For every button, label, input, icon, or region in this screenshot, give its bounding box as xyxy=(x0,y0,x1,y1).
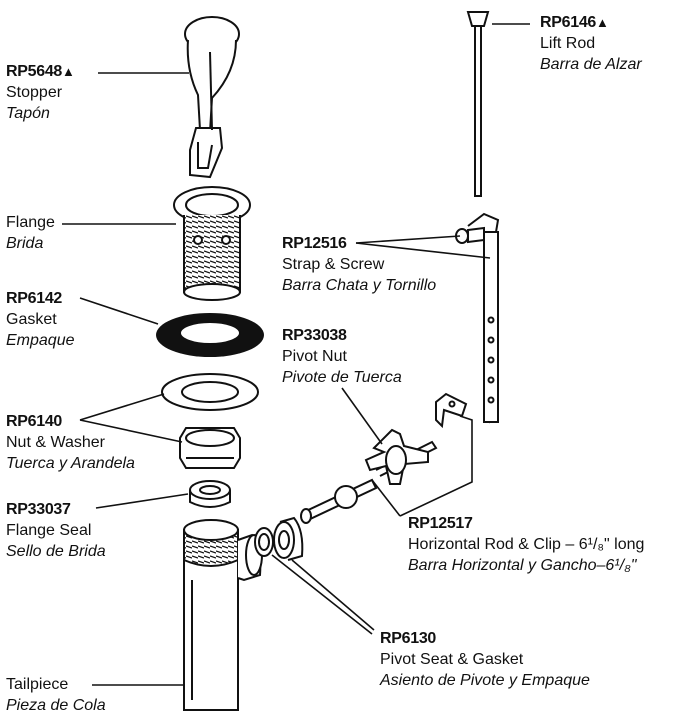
flange-seal-name-en: Flange Seal xyxy=(6,522,92,539)
horizontal-rod-name-en: Horizontal Rod & Clip – 6¹/₈" long xyxy=(408,536,645,553)
label-flange: Flange Brida xyxy=(6,212,55,254)
label-lift-rod: RP6146▲ Lift Rod Barra de Alzar xyxy=(540,12,642,75)
label-gasket: RP6142 Gasket Empaque xyxy=(6,288,75,351)
strap-screw-name-en: Strap & Screw xyxy=(282,256,385,273)
label-stopper: RP5648▲ Stopper Tapón xyxy=(6,61,75,124)
part-number-rp33038: RP33038 xyxy=(282,327,347,344)
label-tailpiece: Tailpiece Pieza de Cola xyxy=(6,674,106,716)
label-nut-washer: RP6140 Nut & Washer Tuerca y Arandela xyxy=(6,411,135,474)
stopper-name-es: Tapón xyxy=(6,105,50,122)
pivot-seat-name-es: Asiento de Pivote y Empaque xyxy=(380,672,590,689)
label-horizontal-rod: RP12517 Horizontal Rod & Clip – 6¹/₈" lo… xyxy=(408,513,644,576)
triangle-icon: ▲ xyxy=(62,64,75,79)
part-number-rp12517: RP12517 xyxy=(408,515,473,532)
flange-name-en: Flange xyxy=(6,214,55,231)
lift-rod-drawing xyxy=(466,11,490,197)
nut-washer-name-en: Nut & Washer xyxy=(6,434,105,451)
washer-drawing xyxy=(161,373,259,411)
part-number-rp6130: RP6130 xyxy=(380,630,437,647)
pivot-nut-drawing xyxy=(364,428,429,485)
strap-screw-name-es: Barra Chata y Tornillo xyxy=(282,277,437,294)
part-number-rp5648: RP5648 xyxy=(6,63,63,80)
lift-rod-name-es: Barra de Alzar xyxy=(540,56,642,73)
pivot-nut-name-en: Pivot Nut xyxy=(282,348,347,365)
lift-rod-name-en: Lift Rod xyxy=(540,35,596,52)
pivot-nut-name-es: Pivote de Tuerca xyxy=(282,369,402,386)
gasket-name-en: Gasket xyxy=(6,311,57,328)
nut-washer-name-es: Tuerca y Arandela xyxy=(6,455,135,472)
pivot-seat-name-en: Pivot Seat & Gasket xyxy=(380,651,524,668)
part-number-rp6146: RP6146 xyxy=(540,14,597,31)
stopper-drawing xyxy=(184,16,240,179)
flange-drawing xyxy=(173,186,251,301)
horizontal-rod-name-es: Barra Horizontal y Gancho–6¹/₈" xyxy=(408,557,637,574)
label-pivot-seat: RP6130 Pivot Seat & Gasket Asiento de Pi… xyxy=(380,628,590,691)
flange-seal-drawing xyxy=(189,480,231,508)
flange-seal-name-es: Sello de Brida xyxy=(6,543,106,560)
part-number-rp6140: RP6140 xyxy=(6,413,63,430)
leader-lines xyxy=(62,23,530,686)
strap-drawing xyxy=(455,212,500,424)
triangle-icon: ▲ xyxy=(596,15,609,30)
label-flange-seal: RP33037 Flange Seal Sello de Brida xyxy=(6,499,106,562)
tailpiece-name-es: Pieza de Cola xyxy=(6,697,106,714)
tailpiece-name-en: Tailpiece xyxy=(6,676,69,693)
part-number-rp33037: RP33037 xyxy=(6,501,71,518)
tailpiece-drawing xyxy=(183,519,263,711)
part-number-rp12516: RP12516 xyxy=(282,235,347,252)
gasket-drawing xyxy=(156,313,264,357)
flange-name-es: Brida xyxy=(6,235,44,252)
clip-drawing xyxy=(435,392,468,429)
nut-drawing xyxy=(179,427,241,469)
pivot-seat-drawing xyxy=(254,516,304,561)
part-number-rp6142: RP6142 xyxy=(6,290,63,307)
stopper-name-en: Stopper xyxy=(6,84,63,101)
label-pivot-nut: RP33038 Pivot Nut Pivote de Tuerca xyxy=(282,325,402,388)
gasket-name-es: Empaque xyxy=(6,332,75,349)
label-strap-screw: RP12516 Strap & Screw Barra Chata y Torn… xyxy=(282,233,436,296)
